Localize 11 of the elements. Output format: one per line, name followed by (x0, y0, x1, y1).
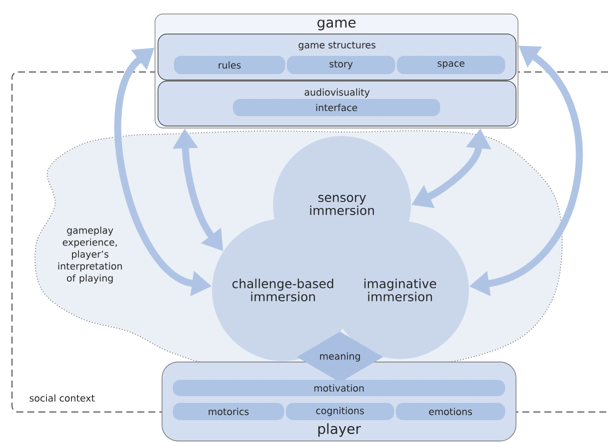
label-pill: interface (232, 98, 440, 116)
node-label: sensory immersion (310, 194, 374, 216)
label-pill: emotions (396, 402, 506, 420)
node-label: imaginative immersion (364, 278, 436, 302)
label-pill: space (396, 56, 506, 74)
node-label: challenge-based immersion (232, 278, 334, 302)
label-pill: story (286, 56, 396, 74)
label-pill: cognitions (286, 402, 394, 420)
label-pill: motorics (172, 402, 284, 420)
label-pill: motivation (172, 380, 506, 396)
label-pill: rules (174, 56, 286, 74)
